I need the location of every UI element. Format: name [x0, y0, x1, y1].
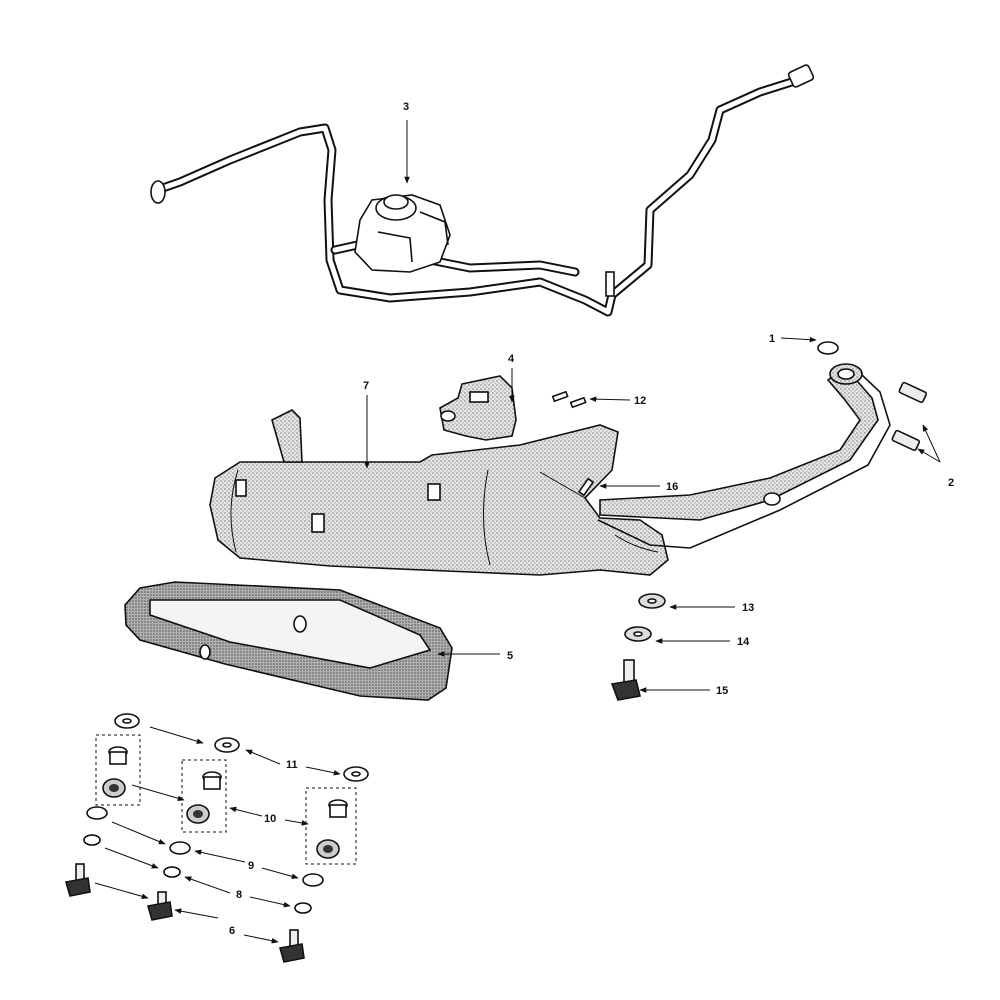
- washer-11c: [343, 766, 369, 782]
- callout-4: 4: [508, 353, 515, 365]
- washer-11b: [214, 737, 240, 753]
- bolt-6a: [64, 863, 91, 897]
- bushing-10a: [102, 746, 128, 798]
- callout-labels: 1 2 3 4 5 6 7 8 9 10 11 12 13 14 15 16: [229, 101, 954, 937]
- washer-13: [638, 593, 666, 609]
- hose-clip: [605, 271, 615, 297]
- mounting-bracket: [439, 375, 517, 441]
- hose-end-left: [150, 180, 166, 204]
- callout-3: 3: [403, 101, 409, 113]
- callout-14: 14: [737, 636, 750, 648]
- hose-end-right: [787, 64, 815, 88]
- exhaust-pipe: [597, 363, 891, 553]
- bolt-6b: [146, 891, 173, 921]
- washer-9a: [86, 806, 108, 820]
- washer-8b: [163, 866, 181, 878]
- air-valve: [354, 194, 451, 273]
- bolt-15: [610, 659, 641, 701]
- callout-7: 7: [363, 380, 369, 392]
- stud-lower: [891, 429, 921, 452]
- washer-11a: [114, 713, 140, 729]
- callout-6: 6: [229, 925, 235, 937]
- callout-1: 1: [769, 333, 775, 345]
- washer-14: [624, 626, 652, 642]
- washer-8c: [294, 902, 312, 914]
- bolt-6c: [278, 929, 305, 963]
- heat-shield: [124, 581, 453, 701]
- callout-2: 2: [948, 477, 954, 489]
- bolt-16: [577, 477, 595, 497]
- gasket: [817, 341, 839, 355]
- stud-upper: [898, 381, 928, 404]
- washer-8a: [83, 834, 101, 846]
- secondary-air-hose: [150, 64, 815, 317]
- washer-9c: [302, 873, 324, 887]
- screw-upper: [551, 390, 569, 403]
- muffler: [209, 409, 669, 576]
- callout-9: 9: [248, 860, 254, 872]
- callout-5: 5: [507, 650, 513, 662]
- bushing-10b: [186, 771, 222, 824]
- screw-lower: [569, 396, 587, 409]
- callout-13: 13: [742, 602, 754, 614]
- callout-8: 8: [236, 889, 242, 901]
- callout-15: 15: [716, 685, 728, 697]
- callout-16: 16: [666, 481, 678, 493]
- callout-10: 10: [264, 813, 276, 825]
- callout-11: 11: [286, 759, 298, 771]
- callout-12: 12: [634, 395, 646, 407]
- mounting-hardware-group: [64, 713, 369, 963]
- leader-lines: [94, 120, 941, 944]
- bushing-10c: [316, 799, 348, 859]
- washer-9b: [169, 841, 191, 855]
